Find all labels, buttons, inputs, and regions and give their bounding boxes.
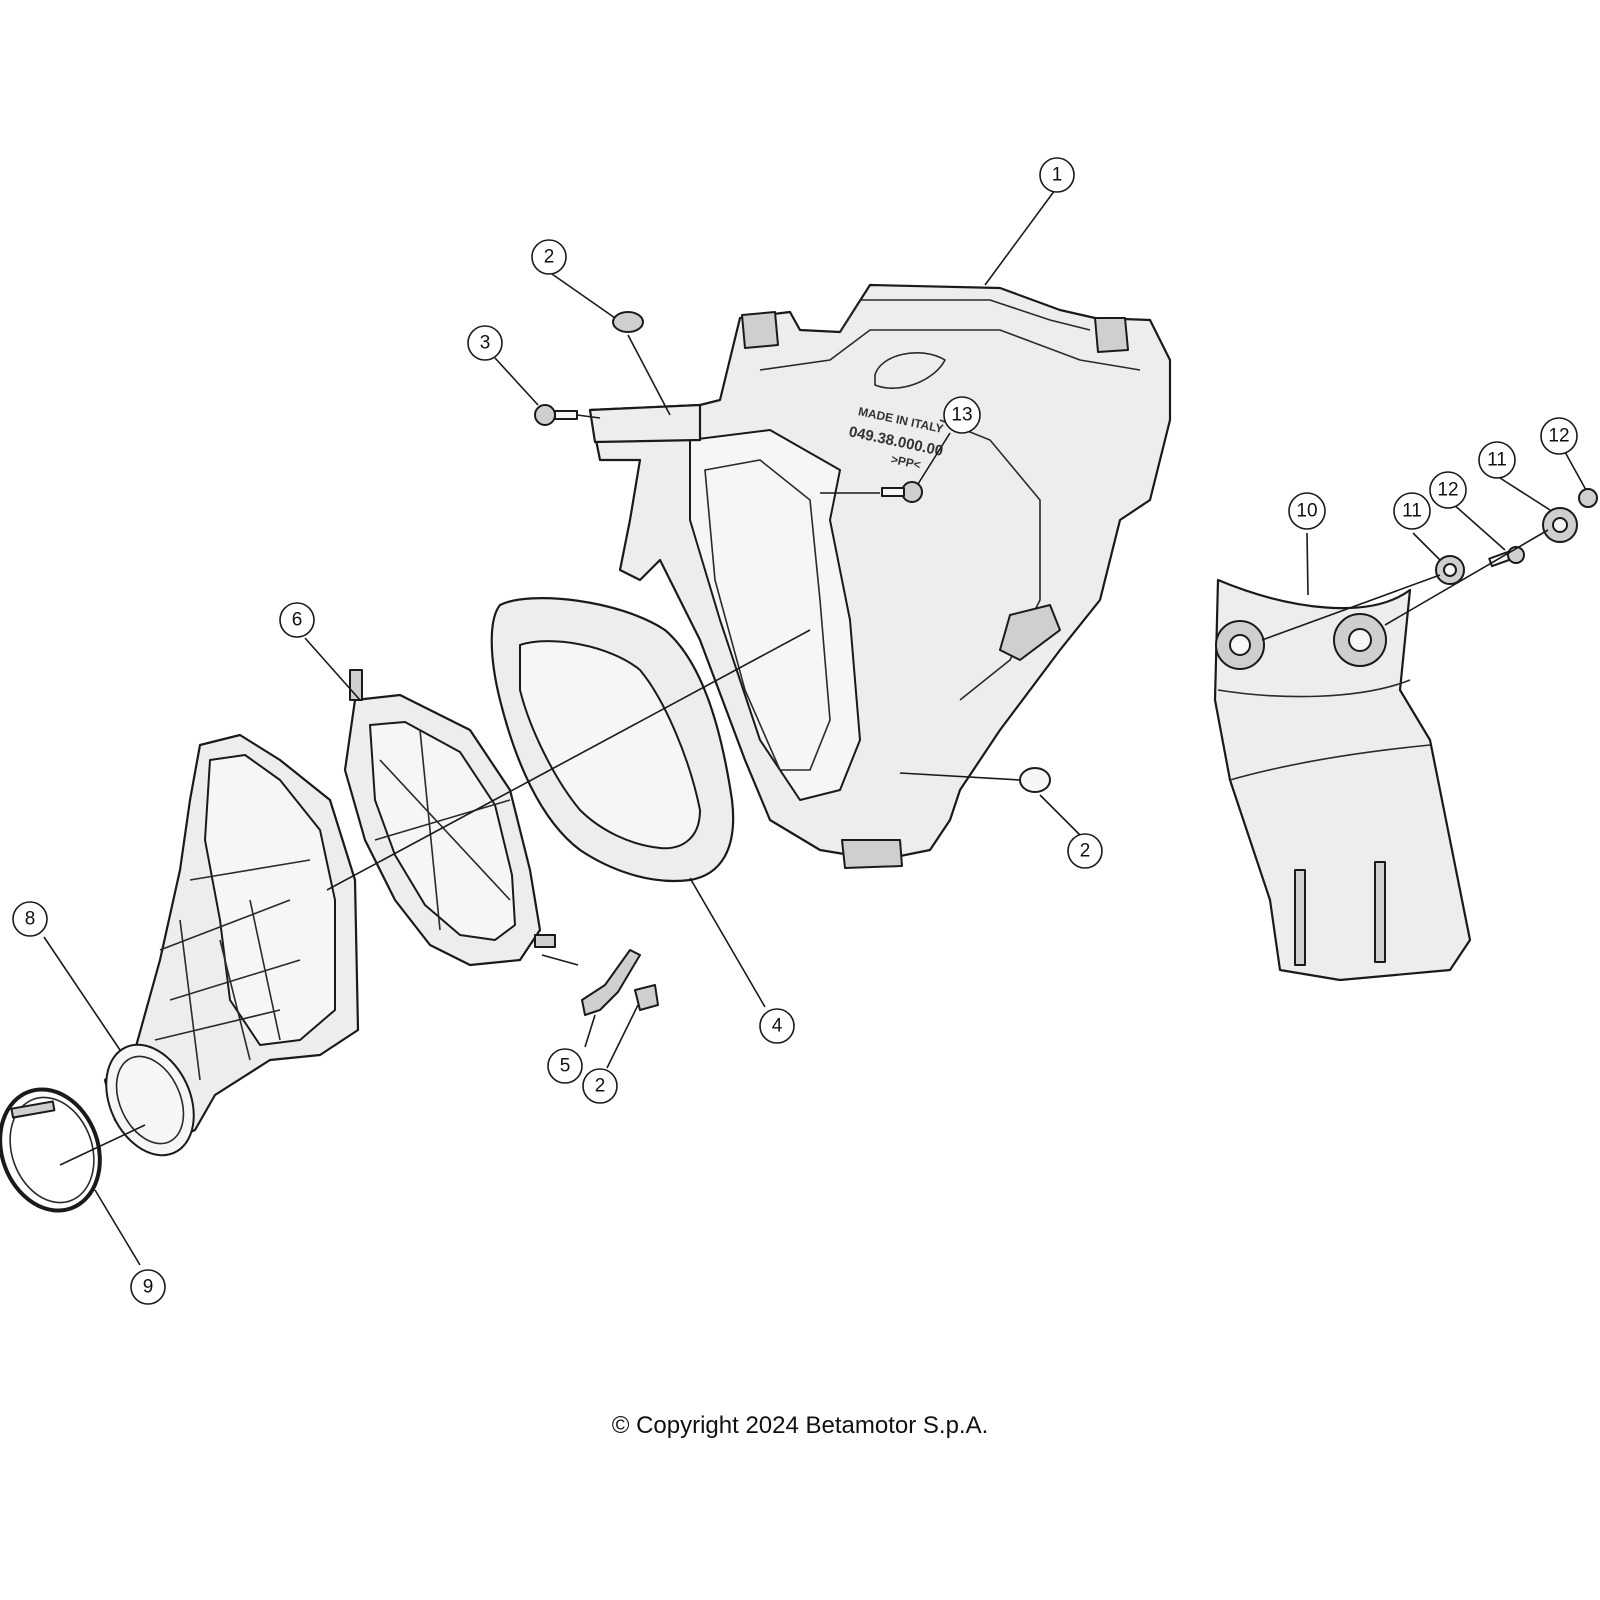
- callout-1: 1: [1039, 157, 1075, 193]
- copyright-notice: © Copyright 2024 Betamotor S.p.A.: [611, 1412, 989, 1439]
- callout-12-right: 12: [1540, 417, 1578, 455]
- callout-3: 3: [467, 325, 503, 361]
- svg-text:13: 13: [951, 405, 972, 426]
- svg-text:2: 2: [1080, 841, 1091, 862]
- clip-5: [581, 949, 641, 1016]
- callout-5: 5: [547, 1048, 583, 1084]
- svg-text:4: 4: [772, 1016, 783, 1037]
- leader-lines: [43, 189, 1587, 1266]
- callout-2-bottom: 2: [582, 1068, 618, 1104]
- callout-11-left: 11: [1393, 492, 1431, 530]
- svg-text:12: 12: [1437, 480, 1458, 501]
- intake-boot: [103, 733, 360, 1157]
- hose-clamp: [0, 1087, 102, 1213]
- svg-text:9: 9: [143, 1277, 154, 1298]
- screw-3: [534, 404, 556, 426]
- outlet-duct: [1213, 578, 1472, 982]
- svg-text:6: 6: [292, 610, 303, 631]
- svg-text:12: 12: [1548, 426, 1569, 447]
- svg-text:10: 10: [1296, 501, 1317, 522]
- callout-6: 6: [279, 602, 315, 638]
- callout-12-left: 12: [1429, 471, 1467, 509]
- screw-12b: [1578, 488, 1598, 508]
- grommet-bottom: [634, 984, 659, 1011]
- grommet-top: [612, 311, 644, 333]
- callout-2-top: 2: [531, 239, 567, 275]
- hardware: [534, 311, 1598, 1016]
- callout-9: 9: [130, 1269, 166, 1305]
- svg-text:8: 8: [25, 909, 36, 930]
- airbox-housing: MADE IN ITALY 049.38.000.00 >PP<: [588, 283, 1172, 869]
- svg-text:11: 11: [1487, 450, 1507, 471]
- callout-10: 10: [1288, 492, 1326, 530]
- svg-text:2: 2: [544, 247, 555, 268]
- grommet-right: [1019, 767, 1051, 793]
- callout-11-right: 11: [1478, 441, 1516, 479]
- svg-text:2: 2: [595, 1076, 606, 1097]
- svg-text:1: 1: [1052, 165, 1063, 186]
- filter-cage: [343, 669, 556, 967]
- callout-8: 8: [12, 901, 48, 937]
- part-stamp-material: >PP<: [890, 452, 922, 472]
- svg-text:3: 3: [480, 333, 491, 354]
- callout-4: 4: [759, 1008, 795, 1044]
- filter-seal: [490, 597, 735, 882]
- callouts: 1 2 2 2 3 4 5 6 8 9 10 1: [12, 157, 1578, 1305]
- svg-text:11: 11: [1402, 501, 1422, 522]
- callout-13: 13: [943, 396, 981, 434]
- svg-text:5: 5: [560, 1056, 571, 1077]
- callout-2-right: 2: [1067, 833, 1103, 869]
